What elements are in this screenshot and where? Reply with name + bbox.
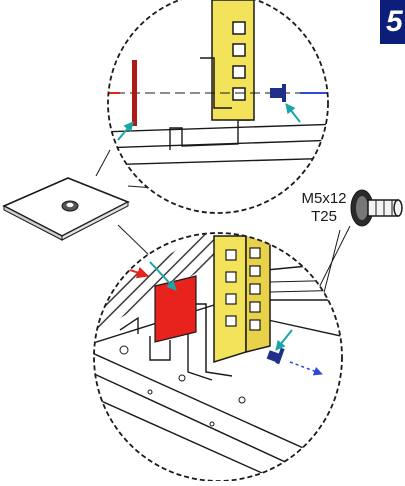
top-detail-view bbox=[107, 0, 329, 214]
bottom-detail-view bbox=[93, 232, 343, 482]
bracket-top bbox=[200, 57, 232, 109]
bracket-bottom bbox=[196, 303, 233, 377]
step-number-badge: 5 bbox=[380, 0, 405, 44]
screw-top bbox=[270, 84, 286, 102]
plate-edge-view bbox=[132, 60, 137, 126]
fastener-drive: T25 bbox=[311, 208, 337, 225]
plate-inserted bbox=[154, 275, 197, 343]
hatched-wall bbox=[94, 233, 215, 336]
mounting-rail-bottom bbox=[213, 235, 271, 364]
frame-beam-top bbox=[108, 119, 328, 166]
mounting-rail-top bbox=[211, 0, 255, 121]
screw-part bbox=[350, 189, 403, 227]
screw-bottom bbox=[266, 347, 285, 365]
mounting-plate-part bbox=[2, 177, 130, 241]
fastener-spec-label: M5x12 T25 bbox=[300, 190, 348, 226]
fastener-size: M5x12 bbox=[301, 190, 347, 207]
